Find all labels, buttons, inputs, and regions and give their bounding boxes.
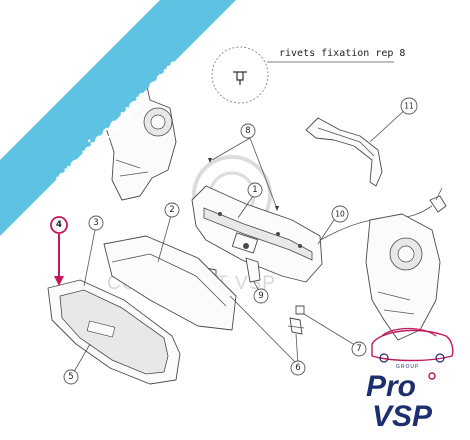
logo-dot-icon [428,372,436,380]
car-silhouette-icon [371,329,454,362]
provsp-logo: GROUP Pro VSP [366,327,454,433]
callout-5: 5 [63,369,79,385]
part-7-clip [295,305,305,315]
svg-text:10: 10 [335,210,345,219]
svg-text:8: 8 [245,126,250,136]
svg-text:6: 6 [295,363,300,373]
callout-9: 9 [253,288,269,304]
part-1-front-crossmember [191,185,323,283]
logo-vsp: VSP [372,400,433,433]
callout-11: 11 [400,97,418,115]
callout-1: 1 [247,182,263,198]
callout-8: 8 [240,123,256,139]
svg-text:1: 1 [252,185,257,195]
logo-group: GROUP [396,364,419,370]
rivet-detail: rivets fixation rep 8 [211,46,405,104]
rivet-icon [233,71,247,85]
svg-text:2: 2 [169,205,174,215]
highlight-arrow [54,234,64,286]
callout-2: 2 [164,202,180,218]
right-body-structure [365,213,441,341]
svg-text:3: 3 [93,218,98,228]
callout-10: 10 [331,205,349,223]
svg-text:4: 4 [56,220,62,230]
part-9-lock-bracket [245,257,261,283]
svg-text:5: 5 [68,372,73,382]
svg-text:11: 11 [404,102,414,111]
callout-6: 6 [290,360,306,376]
rivet-note: rivets fixation rep 8 [279,48,405,59]
logo-pro: Pro [366,370,416,403]
svg-text:9: 9 [258,291,263,301]
part-11-upper-bracket [305,117,383,187]
part-3-front-grille [47,279,181,385]
callout-3: 3 [88,215,104,231]
callout-7: 7 [351,341,367,357]
svg-text:7: 7 [356,344,361,354]
callout-4-highlighted: 4 [50,216,68,234]
part-8-rivets [208,158,279,211]
grille-badge [86,320,116,338]
